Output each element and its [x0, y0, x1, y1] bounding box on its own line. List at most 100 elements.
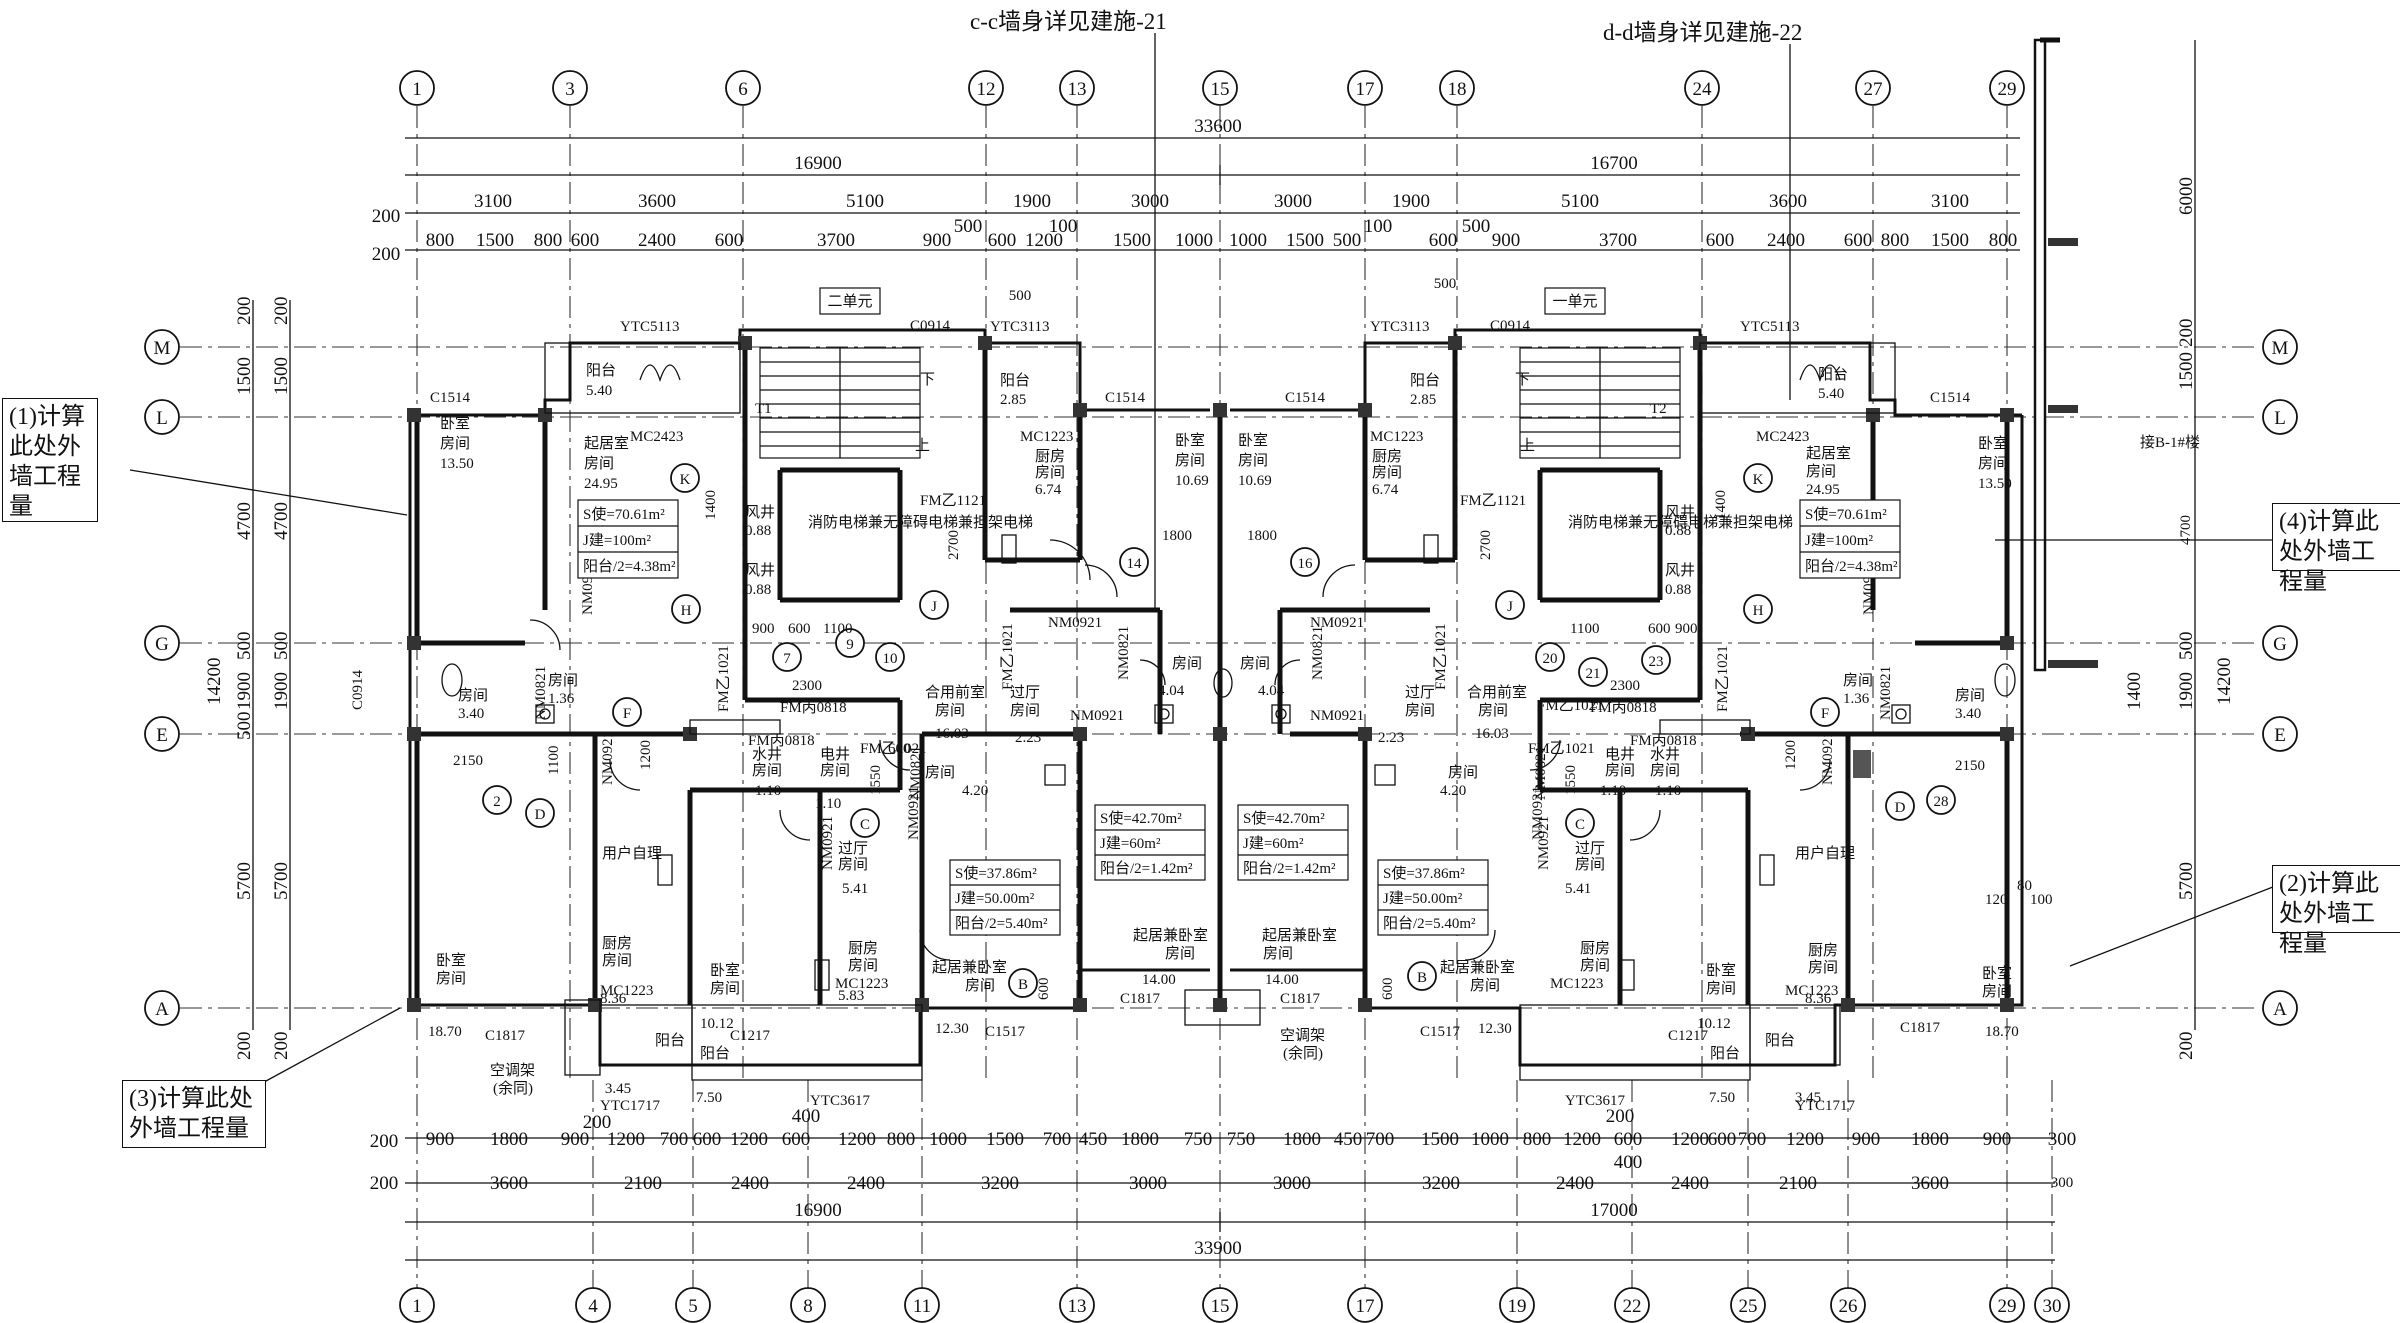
svg-text:1.36: 1.36 — [548, 691, 575, 707]
svg-text:17000: 17000 — [1590, 1200, 1638, 1221]
svg-text:1100: 1100 — [546, 746, 562, 775]
svg-text:接B-1#楼: 接B-1#楼 — [2140, 434, 2200, 451]
svg-text:900: 900 — [1983, 1129, 2012, 1150]
svg-text:1200: 1200 — [1783, 740, 1799, 770]
svg-text:厨房: 厨房 — [848, 940, 878, 957]
svg-text:2400: 2400 — [1671, 1173, 1709, 1194]
svg-text:9: 9 — [846, 637, 854, 653]
svg-text:13.50: 13.50 — [440, 456, 474, 472]
svg-text:800: 800 — [1881, 230, 1910, 251]
svg-text:厨房: 厨房 — [1580, 940, 1610, 957]
svg-text:阳台/2=5.40m²: 阳台/2=5.40m² — [955, 915, 1048, 932]
svg-text:80: 80 — [2017, 878, 2032, 894]
svg-text:5.41: 5.41 — [1565, 881, 1591, 897]
stairs-left — [759, 347, 921, 459]
svg-text:2400: 2400 — [731, 1173, 769, 1194]
svg-text:C1514: C1514 — [430, 390, 471, 406]
svg-text:阳台: 阳台 — [1410, 372, 1440, 389]
svg-text:房间: 房间 — [1478, 702, 1508, 719]
svg-text:2700: 2700 — [1478, 530, 1494, 560]
svg-text:J: J — [1507, 599, 1513, 615]
svg-text:900: 900 — [752, 621, 775, 637]
svg-text:4.20: 4.20 — [962, 783, 988, 799]
svg-text:房间: 房间 — [1955, 687, 1985, 704]
svg-text:7.50: 7.50 — [696, 1090, 722, 1106]
svg-text:0.88: 0.88 — [745, 523, 771, 539]
stairs-right — [1519, 347, 1681, 459]
svg-text:NM0921: NM0921 — [1310, 615, 1364, 631]
top-dimensions: 33600 16900 16700 3100 3600 5100 1900 30… — [372, 116, 2020, 304]
svg-text:2300: 2300 — [792, 678, 822, 694]
svg-text:卧室: 卧室 — [1982, 965, 2012, 982]
svg-text:H: H — [681, 603, 692, 619]
svg-text:阳台: 阳台 — [586, 362, 616, 379]
svg-text:200: 200 — [583, 1112, 612, 1133]
svg-text:400: 400 — [1614, 1152, 1643, 1173]
svg-text:1500: 1500 — [1286, 230, 1324, 251]
svg-text:NM0921: NM0921 — [1536, 816, 1552, 870]
svg-text:6: 6 — [738, 79, 748, 100]
note-4: (4)计算此处外墙工程量 — [2272, 503, 2400, 595]
svg-text:8.36: 8.36 — [1805, 991, 1832, 1007]
detail-markers: K K H H J J F F C C D D B B 2 7 9 10 14 … — [482, 463, 1956, 998]
svg-text:1500: 1500 — [1421, 1129, 1459, 1150]
svg-text:1500: 1500 — [271, 357, 292, 395]
svg-text:2700: 2700 — [946, 530, 962, 560]
svg-text:电井: 电井 — [820, 746, 850, 763]
svg-text:600: 600 — [1708, 1129, 1737, 1150]
svg-text:1200: 1200 — [1563, 1129, 1601, 1150]
svg-text:D: D — [1895, 800, 1906, 816]
svg-text:NM0921: NM0921 — [1048, 615, 1102, 631]
svg-text:NM0921: NM0921 — [906, 786, 922, 840]
svg-text:S使=70.61m²: S使=70.61m² — [583, 506, 665, 523]
svg-text:19: 19 — [1508, 1296, 1527, 1317]
svg-text:NM0821: NM0821 — [1533, 746, 1549, 800]
svg-text:8: 8 — [803, 1296, 813, 1317]
svg-text:FM乙1021: FM乙1021 — [1537, 698, 1604, 714]
svg-text:18: 18 — [1448, 79, 1467, 100]
note-1-text: (1)计算此处外墙工程量 — [9, 404, 85, 520]
svg-text:700: 700 — [1738, 1129, 1767, 1150]
svg-text:1550: 1550 — [868, 765, 884, 795]
svg-text:房间: 房间 — [925, 764, 955, 781]
svg-text:14.00: 14.00 — [1265, 972, 1299, 988]
note-4-text: (4)计算此处外墙工程量 — [2279, 509, 2379, 595]
svg-text:房间: 房间 — [1605, 762, 1635, 779]
svg-text:K: K — [1753, 472, 1764, 488]
svg-text:房间: 房间 — [1470, 977, 1500, 994]
svg-text:1800: 1800 — [1911, 1129, 1949, 1150]
svg-text:10.12: 10.12 — [1697, 1016, 1731, 1032]
svg-text:4.04: 4.04 — [1158, 683, 1185, 699]
svg-text:B: B — [1417, 970, 1427, 986]
svg-text:C1514: C1514 — [1105, 390, 1146, 406]
svg-text:450: 450 — [1079, 1129, 1108, 1150]
svg-text:500: 500 — [1333, 230, 1362, 251]
svg-text:600: 600 — [1429, 230, 1458, 251]
svg-text:过厅: 过厅 — [1010, 684, 1040, 701]
svg-text:24.95: 24.95 — [584, 476, 618, 492]
svg-text:1100: 1100 — [1570, 621, 1599, 637]
room-labels: 卧室 房间 13.50 起居室 房间 24.95 阳台 5.40 阳台 2.85… — [428, 362, 2019, 1097]
svg-text:18.70: 18.70 — [428, 1024, 462, 1040]
svg-text:4: 4 — [588, 1296, 598, 1317]
svg-text:L: L — [2274, 408, 2286, 429]
svg-text:600: 600 — [693, 1129, 722, 1150]
svg-text:5700: 5700 — [2176, 862, 2197, 900]
svg-text:电井: 电井 — [1605, 746, 1635, 763]
svg-text:6.74: 6.74 — [1372, 482, 1399, 498]
svg-text:900: 900 — [923, 230, 952, 251]
svg-text:FM丙0818: FM丙0818 — [780, 700, 847, 716]
svg-text:阳台: 阳台 — [1818, 366, 1848, 383]
svg-text:卧室: 卧室 — [1706, 962, 1736, 979]
svg-text:1.10: 1.10 — [1655, 783, 1681, 799]
svg-text:1000: 1000 — [929, 1129, 967, 1150]
svg-text:NM0921: NM0921 — [1310, 708, 1364, 724]
svg-text:1550: 1550 — [1563, 765, 1579, 795]
svg-text:房间: 房间 — [440, 435, 470, 452]
svg-text:3700: 3700 — [1599, 230, 1637, 251]
svg-text:房间: 房间 — [1808, 959, 1838, 976]
svg-text:600: 600 — [782, 1129, 811, 1150]
svg-text:1900: 1900 — [1013, 191, 1051, 212]
bottom-grid-bubbles: 1 4 5 8 11 13 15 17 19 22 25 26 29 30 — [399, 1287, 2070, 1323]
svg-text:500: 500 — [954, 216, 983, 237]
